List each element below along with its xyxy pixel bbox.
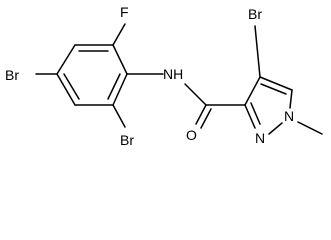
molecule-structure: F Br Br Br NH O N N xyxy=(5,4,323,148)
pyrazole-ring xyxy=(244,76,293,135)
bond-c4-c3 xyxy=(244,76,261,106)
atom-label-fluorine: F xyxy=(120,4,129,20)
bond-c3-n2-inner xyxy=(250,102,261,125)
bond-n-carbonyl xyxy=(184,83,207,106)
atom-label-ring-n1: N xyxy=(284,108,294,124)
bond-c5-c4-inner xyxy=(260,83,287,95)
bond-c2-f xyxy=(112,23,126,46)
bond-c6-c1-inner xyxy=(107,73,121,100)
benzene-ring xyxy=(56,44,128,106)
bond-c5-c4 xyxy=(259,76,293,91)
atom-label-bromine-bottom: Br xyxy=(120,132,134,148)
atom-label-amide-nh: NH xyxy=(163,66,183,82)
bond-n1-methyl xyxy=(297,121,323,135)
bond-carbonyl-o-second xyxy=(200,108,212,129)
bond-c4-c5-inner xyxy=(63,73,80,100)
atom-label-ring-n2: N xyxy=(255,130,265,146)
atom-label-carbonyl-o: O xyxy=(186,127,197,143)
bond-carbonyl-o xyxy=(195,104,207,125)
atom-label-bromine-left: Br xyxy=(5,67,19,83)
bond-c3-c4 xyxy=(56,44,76,75)
bond-c4-c5 xyxy=(56,73,76,106)
bond-c6-c1 xyxy=(112,73,128,106)
bond-c1-c2 xyxy=(112,44,128,75)
bond-c6-br xyxy=(112,104,126,128)
bond-c4-br-top xyxy=(254,25,261,78)
atom-label-bromine-top: Br xyxy=(248,6,262,22)
bond-n1-c5 xyxy=(289,89,293,109)
bond-c3-n2 xyxy=(244,104,256,129)
bond-n2-n1 xyxy=(268,122,283,135)
